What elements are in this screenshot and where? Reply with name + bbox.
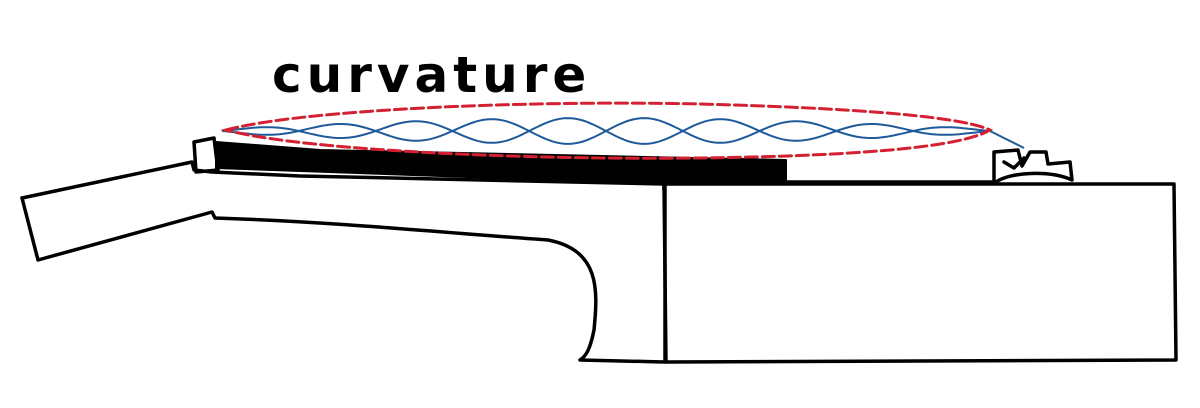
curvature-envelope xyxy=(220,101,994,160)
string-tail xyxy=(989,130,1025,149)
body-box xyxy=(662,182,1178,364)
nut xyxy=(192,136,220,174)
neck-lower-outline xyxy=(20,196,666,364)
curvature-label: curvature xyxy=(272,46,591,104)
bridge-saddle xyxy=(1002,156,1026,170)
string-vibration-waves xyxy=(221,117,1025,149)
string-wave-2 xyxy=(221,117,991,145)
fingerboard xyxy=(215,141,787,185)
curvature-outline xyxy=(220,101,994,160)
bridge xyxy=(992,148,1074,184)
